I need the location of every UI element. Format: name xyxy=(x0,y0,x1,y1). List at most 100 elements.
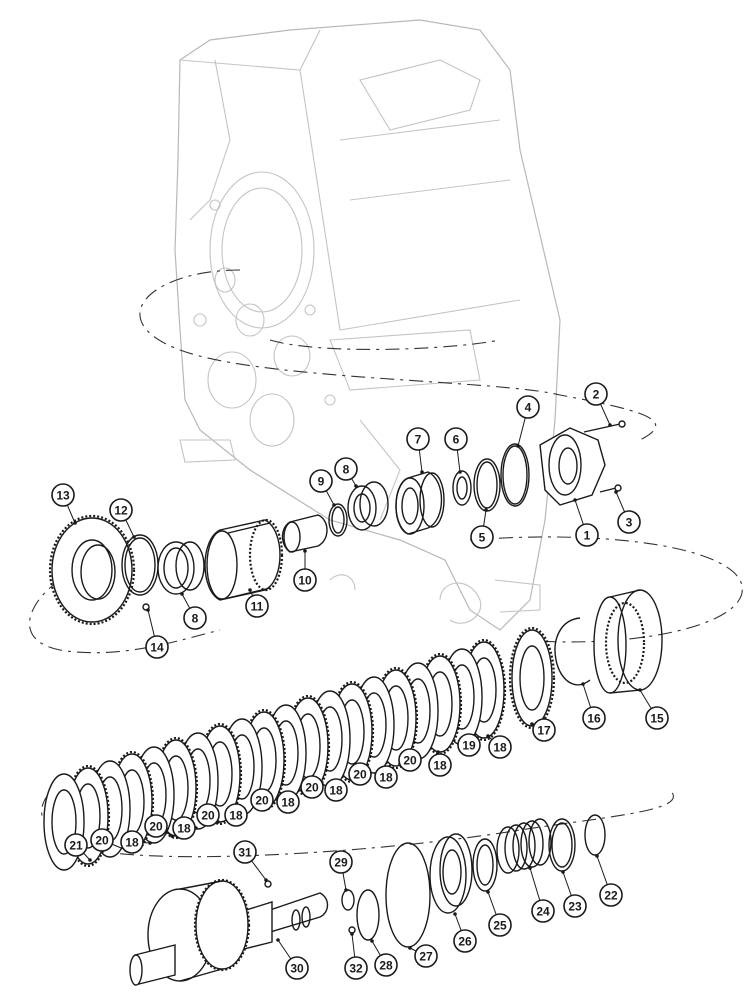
callout-number: 20 xyxy=(201,809,215,823)
callout-circle xyxy=(406,427,430,451)
callout-20: 20 xyxy=(90,828,114,852)
leader-tip-26 xyxy=(453,912,457,916)
leader-tip-28 xyxy=(370,939,374,943)
callout-number: 4 xyxy=(525,401,532,415)
leader-tip-10 xyxy=(303,549,307,553)
callout-circle xyxy=(51,483,75,507)
callout-30: 30 xyxy=(285,956,309,980)
leader-tip-4 xyxy=(516,444,520,448)
leader-tip-15 xyxy=(638,688,642,692)
callout-circle xyxy=(428,753,452,777)
callout-27: 27 xyxy=(414,944,438,968)
callout-number: 18 xyxy=(433,759,447,773)
callout-circle xyxy=(575,523,599,547)
callout-circle xyxy=(563,894,587,918)
callout-10: 10 xyxy=(293,568,317,592)
callout-number: 2 xyxy=(593,388,600,402)
leader-tip-30 xyxy=(276,938,280,942)
part-8-bearing-lower xyxy=(157,541,205,595)
callout-number: 19 xyxy=(462,739,476,753)
callout-16: 16 xyxy=(582,706,606,730)
callout-number: 18 xyxy=(379,771,393,785)
callout-8: 8 xyxy=(183,606,207,630)
leader-tip-8 xyxy=(354,484,358,488)
callout-number: 20 xyxy=(255,794,269,808)
leader-tip-32 xyxy=(350,932,354,936)
callout-circle xyxy=(196,803,220,827)
callout-5: 5 xyxy=(470,525,494,549)
callout-20: 20 xyxy=(250,788,274,812)
leader-tip-20 xyxy=(170,834,174,838)
callout-25: 25 xyxy=(488,913,512,937)
callout-circle xyxy=(532,718,556,742)
callout-circle xyxy=(90,828,114,852)
leader-tip-16 xyxy=(581,682,585,686)
callout-number: 14 xyxy=(150,641,164,655)
callout-circle xyxy=(531,899,555,923)
callout-18: 18 xyxy=(276,790,300,814)
part-24-spring xyxy=(496,818,552,874)
part-1-cover xyxy=(539,427,606,506)
part-10-sleeve xyxy=(281,514,328,553)
callout-number: 18 xyxy=(177,822,191,836)
callout-number: 22 xyxy=(604,889,618,903)
callout-number: 29 xyxy=(334,856,348,870)
callout-14: 14 xyxy=(145,635,169,659)
leader-tip-27 xyxy=(408,946,412,950)
leader-tip-5 xyxy=(484,508,488,512)
callout-1: 1 xyxy=(575,523,599,547)
callout-number: 6 xyxy=(453,433,460,447)
leader-tip-3 xyxy=(614,490,618,494)
callout-circle xyxy=(329,850,353,874)
callout-circle xyxy=(414,944,438,968)
callout-31: 31 xyxy=(233,840,257,864)
callout-number: 23 xyxy=(568,900,582,914)
callout-number: 31 xyxy=(238,846,252,860)
callout-23: 23 xyxy=(563,894,587,918)
callout-circle xyxy=(245,594,269,618)
callout-26: 26 xyxy=(453,929,477,953)
leader-tip-2 xyxy=(608,423,612,427)
callout-number: 32 xyxy=(349,962,363,976)
leader-tip-23 xyxy=(561,870,565,874)
callout-circle xyxy=(300,775,324,799)
callout-18: 18 xyxy=(488,735,512,759)
callout-circle xyxy=(250,788,274,812)
callout-20: 20 xyxy=(398,748,422,772)
callout-circle xyxy=(293,568,317,592)
callout-number: 30 xyxy=(290,962,304,976)
callout-29: 29 xyxy=(329,850,353,874)
callout-circle xyxy=(457,733,481,757)
callout-20: 20 xyxy=(196,803,220,827)
part-29-washer xyxy=(341,889,355,911)
callout-number: 25 xyxy=(493,919,507,933)
leader-tip-31 xyxy=(264,878,268,882)
callout-circle xyxy=(374,765,398,789)
callout-number: 28 xyxy=(379,959,393,973)
callout-3: 3 xyxy=(617,510,641,534)
part-9-ring xyxy=(328,503,348,537)
callout-circle xyxy=(488,913,512,937)
callout-number: 18 xyxy=(329,784,343,798)
leader-tip-21 xyxy=(88,858,92,862)
callout-circle xyxy=(183,606,207,630)
leader-tip-29 xyxy=(344,888,348,892)
part-25-washer xyxy=(472,838,498,892)
part-8-bearing-upper xyxy=(347,481,389,531)
callout-20: 20 xyxy=(348,762,372,786)
callout-32: 32 xyxy=(344,956,368,980)
leader-tip-1 xyxy=(573,498,577,502)
callout-circle xyxy=(453,929,477,953)
part-13-gear xyxy=(48,514,136,626)
part-16-split-ring xyxy=(554,617,591,686)
callout-number: 18 xyxy=(125,836,139,850)
callout-21: 21 xyxy=(64,833,88,857)
callout-circle xyxy=(617,510,641,534)
leader-tip-7 xyxy=(420,470,424,474)
callout-circle xyxy=(224,803,248,827)
callout-circle xyxy=(516,395,540,419)
part-32-plug xyxy=(348,926,356,934)
part-30-shaft xyxy=(129,878,329,986)
callout-19: 19 xyxy=(457,733,481,757)
callout-number: 26 xyxy=(458,935,472,949)
